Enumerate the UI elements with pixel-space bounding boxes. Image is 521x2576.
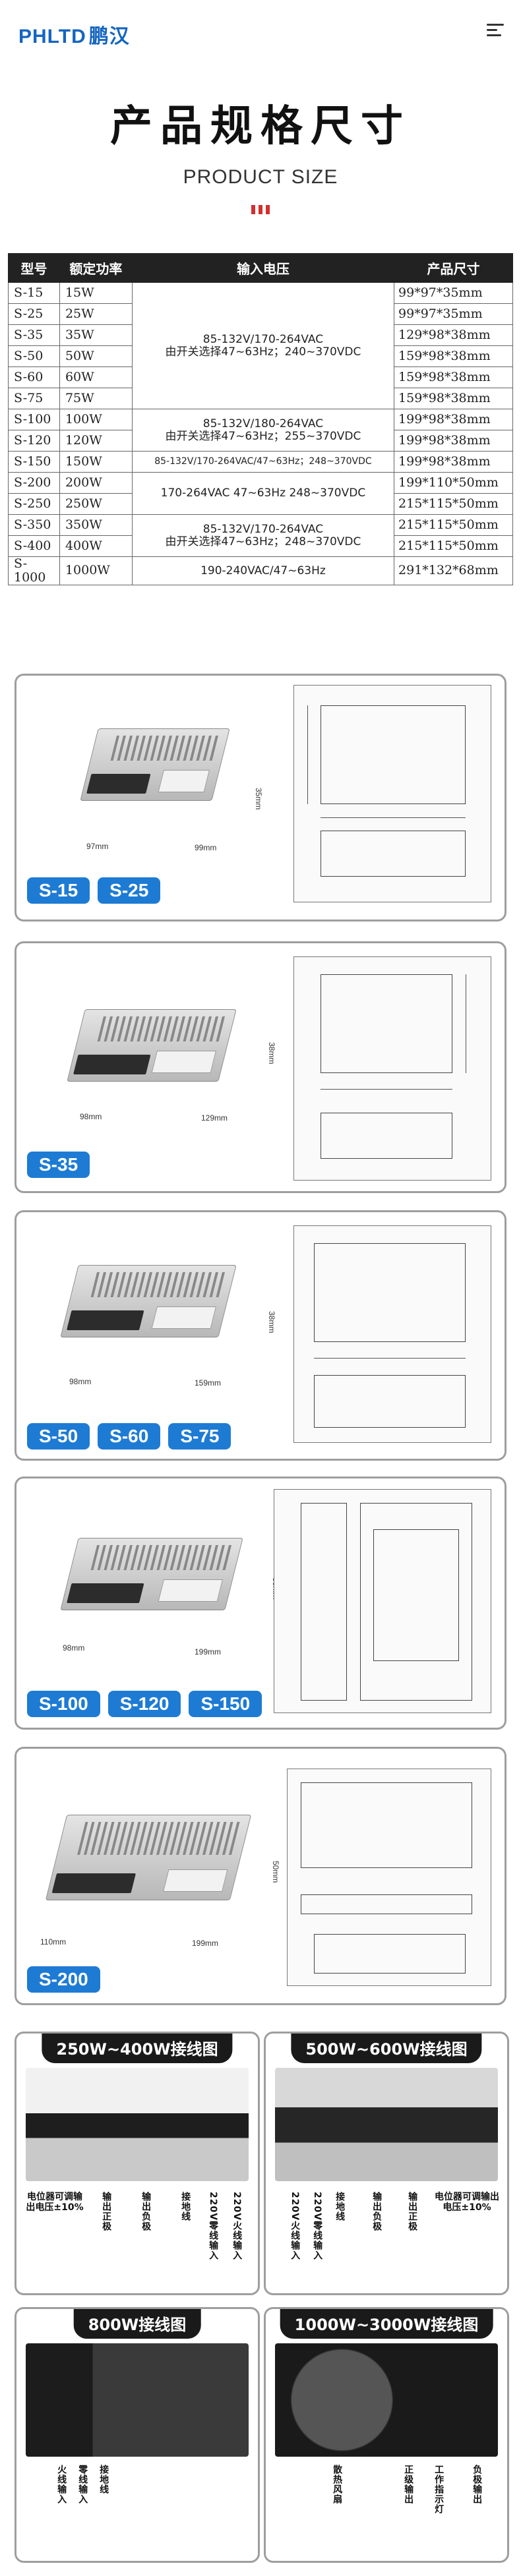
wiring-title: 500W~600W接线图 (291, 2034, 482, 2063)
model-tag[interactable]: S-75 (168, 1423, 231, 1449)
product-card-s35: 98mm 129mm 38mm S-35 (15, 941, 506, 1193)
dimension-drawing (274, 1489, 491, 1713)
depth-label: 98mm (69, 1377, 92, 1386)
wiring-card-500-600w: 500W~600W接线图 220V火线输入 220V零线输入 接地线 输出负极 … (264, 2032, 509, 2295)
voltage-group: 170-264VAC 47~63Hz 248~370VDC (131, 472, 395, 515)
model-tag[interactable]: S-120 (107, 1691, 181, 1717)
product-card-s15-s25: 97mm 99mm 35mm S-15 S-25 (15, 674, 506, 922)
model-tag[interactable]: S-35 (27, 1152, 90, 1178)
model-tags: S-35 (27, 1152, 90, 1178)
model-tags: S-200 (27, 1966, 100, 1993)
dimension-drawing (293, 956, 491, 1181)
depth-label: 98mm (80, 1112, 102, 1121)
wiring-card-1000-3000w: 1000W~3000W接线图 散热风扇 正级输出 工作指示灯 负极输出 (264, 2307, 509, 2563)
brand-chinese: 鹏汉 (88, 25, 130, 48)
col-size: 产品尺寸 (394, 253, 513, 283)
model-tags: S-50 S-60 S-75 (27, 1423, 231, 1449)
voltage-group: 85-132V/170-264VAC/47~63Hz；248~370VDC (131, 451, 395, 473)
dimension-drawing (293, 685, 491, 902)
decor-red-bars (249, 205, 272, 214)
model-tag[interactable]: S-200 (27, 1966, 100, 1993)
depth-label: 110mm (40, 1937, 67, 1947)
wiring-title: 250W~400W接线图 (42, 2034, 233, 2063)
col-power: 额定功率 (59, 253, 133, 283)
product-photo: 97mm 99mm 35mm (36, 702, 280, 854)
model-tag[interactable]: S-150 (189, 1691, 262, 1717)
model-tag[interactable]: S-15 (27, 877, 90, 904)
col-model: 型号 (8, 253, 60, 283)
model-tag[interactable]: S-100 (27, 1691, 100, 1717)
brand-latin: PHLTD (18, 26, 86, 47)
model-tag[interactable]: S-25 (98, 877, 161, 904)
height-label: 50mm (271, 1861, 280, 1883)
product-card-s50-s75: 98mm 159mm 38mm S-50 S-60 S-75 (15, 1210, 506, 1461)
length-label: 99mm (195, 843, 217, 852)
length-label: 129mm (201, 1113, 228, 1123)
wiring-photo (275, 2068, 498, 2181)
product-card-s100-s150: 98mm 199mm 38mm S-100 S-120 S-150 (15, 1477, 506, 1730)
depth-label: 97mm (86, 842, 109, 851)
dimension-drawing (287, 1769, 491, 1986)
col-voltage: 输入电压 (131, 253, 395, 283)
length-label: 159mm (195, 1378, 222, 1388)
model-tags: S-15 S-25 (27, 877, 161, 904)
model-tags: S-100 S-120 S-150 (27, 1691, 262, 1717)
model-tag[interactable]: S-50 (27, 1423, 90, 1449)
depth-label: 98mm (63, 1643, 85, 1653)
page-title: 产品规格尺寸 (110, 102, 411, 151)
wiring-card-800w: 800W接线图 火线输入 零线输入 接地线 (15, 2307, 260, 2563)
page-subtitle: PRODUCT SIZE (183, 166, 338, 188)
product-photo: 110mm 199mm 50mm (36, 1788, 280, 1948)
voltage-group: 190-240VAC/47~63Hz (131, 556, 395, 585)
height-label: 38mm (267, 1311, 276, 1333)
menu-icon[interactable] (487, 24, 504, 40)
height-label: 38mm (267, 1042, 276, 1065)
model-tag[interactable]: S-60 (98, 1423, 161, 1449)
height-label: 35mm (254, 788, 263, 810)
spec-table: 型号 额定功率 输入电压 产品尺寸 S-15 15W 85-132V/170-2… (8, 253, 513, 585)
table-header-row: 型号 额定功率 输入电压 产品尺寸 (8, 253, 513, 283)
wiring-title: 800W接线图 (73, 2309, 201, 2339)
wiring-photo (26, 2343, 249, 2457)
product-card-s200: 110mm 199mm 50mm S-200 (15, 1747, 506, 2005)
wiring-card-250-400w: 250W~400W接线图 电位器可调输出电压±10% 输出正极 输出负极 接地线… (15, 2032, 260, 2295)
product-photo: 98mm 199mm 38mm (36, 1511, 280, 1663)
wiring-photo (275, 2343, 498, 2457)
wiring-photo (26, 2068, 249, 2181)
length-label: 199mm (195, 1647, 222, 1656)
wiring-title: 1000W~3000W接线图 (280, 2309, 493, 2339)
product-photo: 98mm 159mm 38mm (36, 1239, 280, 1390)
product-photo: 98mm 129mm 38mm (36, 983, 280, 1134)
dimension-drawing (293, 1225, 491, 1443)
length-label: 199mm (192, 1939, 219, 1948)
